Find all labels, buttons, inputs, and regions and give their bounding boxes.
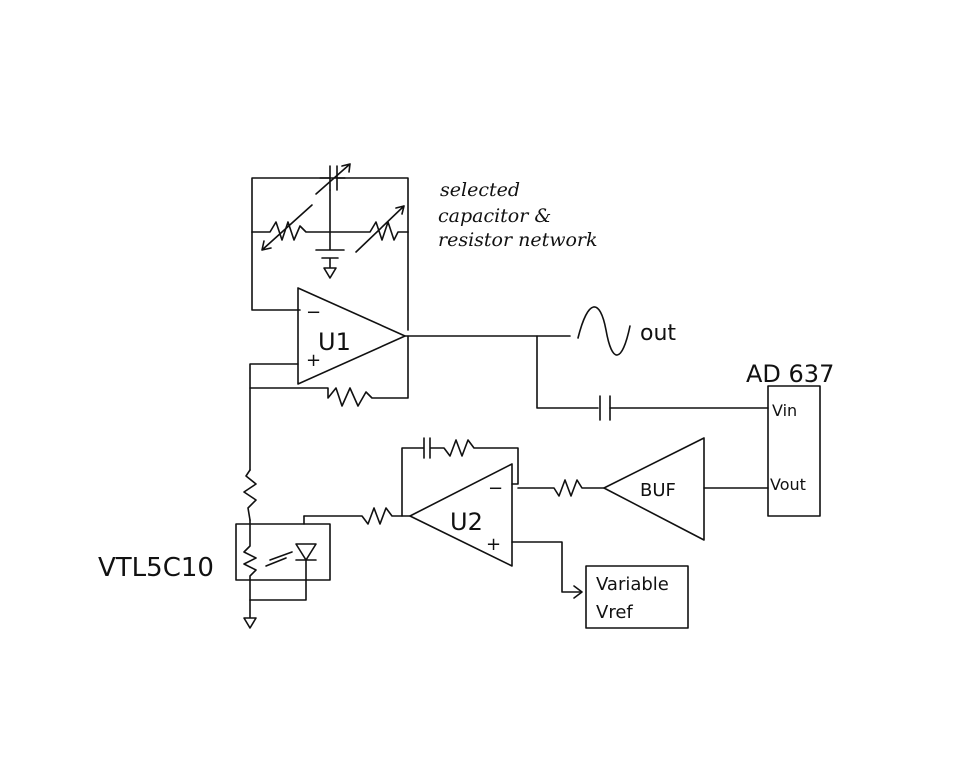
buf-output-resistor [517,479,605,497]
variable-capacitor-arrow [315,163,351,195]
feedback-network [251,163,409,331]
network-left-wire [251,231,301,311]
vtl5c10-box [235,523,331,581]
network-frame-top [251,177,409,233]
resistor-arrow-right [355,205,405,253]
vref-line1: Variable [596,574,669,595]
ad637-block: AD 637 Vin Vout [746,360,834,517]
u2-feedback-rc [401,437,519,517]
u2-minus: − [488,478,503,499]
vref-arrow [573,585,583,599]
u1-triangle [297,287,406,385]
ad637-box [767,385,821,517]
coupling-wire [536,335,599,409]
u2-opamp: U2 − + [303,437,583,599]
variable-resistors [251,221,409,241]
u1-positive-feedback-resistor [249,335,409,407]
series-resistor [243,469,257,521]
led-return [249,559,307,601]
coupling-capacitor [599,395,611,421]
u1-minus: − [306,302,321,323]
light-arrows [265,551,293,567]
out-label: out [640,321,676,346]
variable-capacitor [319,165,346,191]
vref-line2: Vref [596,602,633,623]
buf-block: BUF [517,437,769,541]
vtl5c10-block: VTL5C10 [98,469,331,629]
ad637-label: AD 637 [746,360,834,388]
vtl-label: VTL5C10 [98,553,214,583]
u2-triangle [409,463,513,567]
vout-label: Vout [770,475,806,494]
note-line3: resistor network [438,229,598,251]
u1-plus-wire [249,363,299,471]
note-line1: selected [440,179,520,201]
u1-label: U1 [318,328,351,356]
led-symbol [295,543,317,561]
vref-wire [511,541,581,593]
u1-opamp: U1 − + [249,287,409,471]
note-line2: capacitor & [438,205,551,227]
network-ground [315,189,345,279]
ldr-resistor [243,519,257,601]
u2-label: U2 [450,508,483,536]
u2-plus: + [486,534,501,555]
u1-plus: + [306,350,321,371]
buf-triangle [603,437,705,541]
resistor-arrow-left [261,204,313,251]
network-notes: selected capacitor & resistor network [438,179,598,251]
vref-box [585,565,689,629]
vref-block: Variable Vref [585,565,689,629]
buf-label: BUF [640,480,676,501]
u2-input-resistor [303,507,411,525]
sine-symbol [577,306,631,356]
vtl-ground [243,599,257,629]
vin-label: Vin [772,401,797,420]
output-section: out [404,306,769,421]
